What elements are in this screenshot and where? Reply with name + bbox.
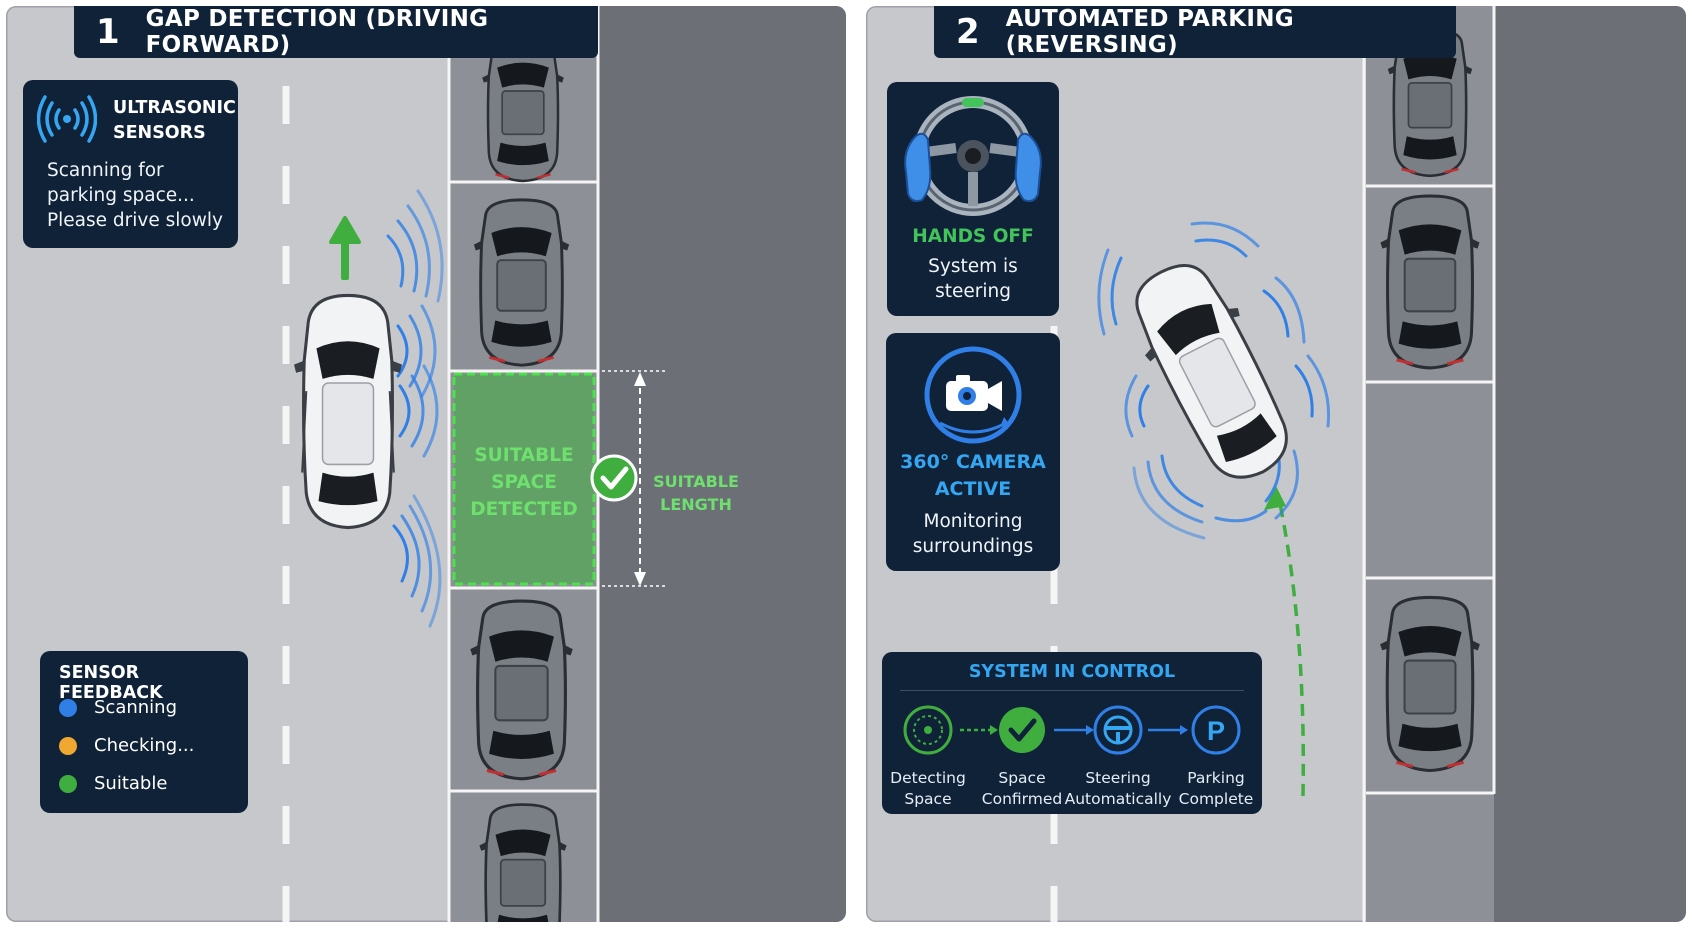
suitable-space-label: SUITABLE SPACE DETECTED <box>454 442 594 523</box>
forward-arrow-icon <box>329 216 361 280</box>
svg-text:P: P <box>1207 716 1225 746</box>
camera-active-card: 360° CAMERA ACTIVE Monitoring surroundin… <box>886 333 1060 571</box>
automated-parking-scene <box>1050 6 1686 922</box>
step-label-line: Complete <box>1178 790 1254 808</box>
panel-gap-detection: 1 GAP DETECTION (DRIVING FORWARD) ULTRAS… <box>6 6 846 922</box>
camera-title-line: 360° CAMERA <box>900 451 1046 473</box>
hands-off-title: HANDS OFF <box>912 226 1034 247</box>
gap-detection-scene <box>282 6 846 922</box>
camera-text-line: Monitoring <box>923 511 1023 532</box>
hands-off-text-line: steering <box>935 281 1011 302</box>
parked-car <box>480 37 566 183</box>
step-label-line: Space <box>998 769 1046 787</box>
legend-item-label: Scanning <box>94 697 178 718</box>
parking-p-icon: P <box>1191 705 1241 755</box>
legend-item-label: Checking... <box>94 735 195 756</box>
camera-text-line: surroundings <box>912 536 1034 557</box>
step-label-line: Space <box>904 790 952 808</box>
hands-off-card: HANDS OFF System is steering <box>887 82 1059 316</box>
check-icon <box>999 707 1045 753</box>
steering-wheel-icon <box>1093 705 1143 755</box>
step-number: 1 <box>96 12 120 52</box>
step-label-line: Parking <box>1187 769 1245 787</box>
panel-title: GAP DETECTION (DRIVING FORWARD) <box>145 6 489 58</box>
legend-item: Suitable <box>59 773 167 794</box>
legend-item: Checking... <box>59 735 194 756</box>
parked-car <box>1378 595 1482 773</box>
panel-2-header: 2 AUTOMATED PARKING (REVERSING) <box>934 6 1456 58</box>
parked-car <box>472 198 571 367</box>
steering-wheel-hands-icon <box>904 96 1042 216</box>
step-label: Steering Automatically <box>1058 768 1178 810</box>
space-label-line: SPACE <box>491 472 557 493</box>
legend-item-label: Suitable <box>94 773 168 794</box>
system-in-control-card: SYSTEM IN CONTROL <box>882 652 1262 814</box>
length-label-line: SUITABLE <box>653 472 739 491</box>
step-label: Detecting Space <box>868 768 988 810</box>
panel-1-header: 1 GAP DETECTION (DRIVING FORWARD) <box>74 6 598 58</box>
parked-car <box>477 803 569 922</box>
parked-car <box>1378 194 1482 370</box>
control-title: SYSTEM IN CONTROL <box>968 662 1176 682</box>
panel-title: AUTOMATED PARKING (REVERSING) <box>1005 6 1294 58</box>
status-dot-icon <box>59 774 77 793</box>
step-label-line: Detecting <box>890 769 966 787</box>
ego-car <box>292 293 404 530</box>
hands-off-text-line: System is <box>928 256 1018 277</box>
parked-car <box>468 599 575 781</box>
panel-automated-parking: 2 AUTOMATED PARKING (REVERSING) HANDS OF… <box>866 6 1686 922</box>
legend-title: SENSOR FEEDBACK <box>59 663 163 703</box>
ultrasonic-sensors-card: ULTRASONIC SENSORS Scanning for parking … <box>23 80 238 248</box>
check-icon <box>590 454 638 502</box>
step-label: Space Confirmed <box>962 768 1082 810</box>
sensor-feedback-legend: SENSOR FEEDBACK Scanning Checking... Sui… <box>40 651 248 813</box>
camera-360-icon <box>924 346 1022 444</box>
reversing-path <box>1276 493 1306 797</box>
step-label-line: Steering <box>1085 769 1151 787</box>
sensors-text-line: Scanning for <box>47 160 164 181</box>
step-label: Parking Complete <box>1156 768 1276 810</box>
path-arrow-icon <box>1264 486 1286 510</box>
sensor-waves <box>386 189 444 628</box>
length-label-line: LENGTH <box>660 495 732 514</box>
suitable-space-zone <box>452 372 596 586</box>
status-dot-icon <box>59 736 77 755</box>
step-label-line: Automatically <box>1064 790 1172 808</box>
step-label-line: Confirmed <box>981 790 1063 808</box>
camera-title-line: ACTIVE <box>934 478 1012 500</box>
radar-icon <box>903 705 953 755</box>
suitable-length-label: SUITABLE LENGTH <box>646 470 746 516</box>
control-divider <box>900 690 1244 691</box>
status-dot-icon <box>59 698 77 717</box>
space-label-line: DETECTED <box>470 499 578 520</box>
sensor-waves <box>1097 221 1331 540</box>
control-steps-graphic: P <box>903 705 1241 755</box>
space-label-line: SUITABLE <box>474 445 574 466</box>
sensors-title: ULTRASONIC SENSORS <box>113 98 236 143</box>
legend-item: Scanning <box>59 697 177 718</box>
ultrasonic-wave-icon <box>37 95 97 143</box>
sensors-text-line: Please drive slowly <box>47 210 223 231</box>
ego-car <box>1113 246 1311 498</box>
sensors-text-line: parking space... <box>47 185 195 206</box>
step-number: 2 <box>956 12 980 52</box>
